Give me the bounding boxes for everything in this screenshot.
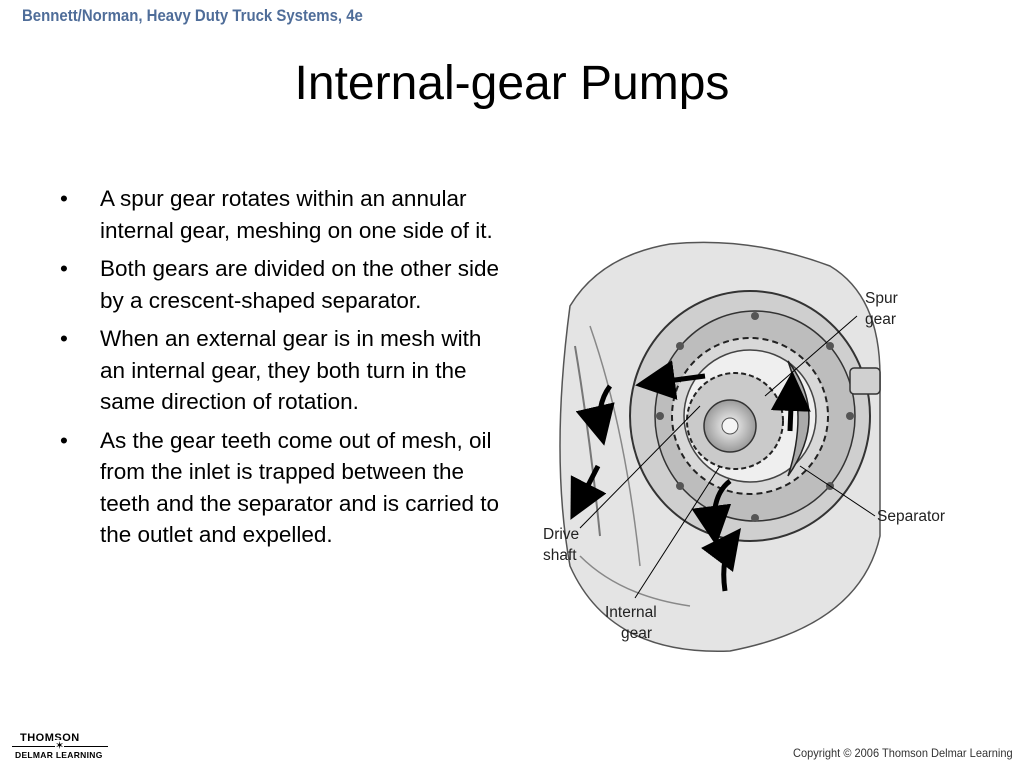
bullet-item: • When an external gear is in mesh with a… — [60, 323, 500, 418]
label-separator: Separator — [877, 508, 946, 525]
book-header: Bennett/Norman, Heavy Duty Truck Systems… — [22, 6, 363, 25]
label-drive-line2: shaft — [543, 547, 577, 564]
slide-title: Internal-gear Pumps — [294, 57, 730, 110]
pump-drawing — [559, 241, 881, 652]
output-shaft — [849, 367, 881, 395]
label-internal-line1: Internal — [605, 604, 657, 621]
thomson-delmar-logo: THOMSON ✶ DELMAR LEARNING — [12, 732, 112, 762]
pump-illustration: Spur gear Separator Drive shaft Internal… — [530, 236, 980, 656]
bullet-text: When an external gear is in mesh with an… — [100, 326, 482, 414]
label-drive-shaft: Drive shaft — [543, 524, 579, 566]
bolt-holes — [656, 312, 854, 522]
leader-lines — [579, 315, 876, 599]
label-internal-line2: gear — [621, 625, 653, 642]
bullet-symbol: • — [60, 256, 68, 281]
label-spur-gear: Spur gear — [865, 288, 898, 330]
logo-top-text: THOMSON — [20, 732, 80, 744]
bullet-list: • A spur gear rotates within an annular i… — [60, 183, 500, 558]
bullet-text: As the gear teeth come out of mesh, oil … — [100, 427, 500, 548]
logo-star-icon: ✶ — [55, 740, 65, 752]
housing-rib — [589, 325, 641, 567]
bullet-text: A spur gear rotates within an annular in… — [100, 186, 493, 243]
flow-arrows — [570, 360, 811, 592]
label-spur-line1: Spur — [865, 290, 898, 307]
bullet-symbol: • — [60, 427, 68, 453]
bullet-item: • As the gear teeth come out of mesh, oil… — [60, 425, 500, 551]
bullet-symbol: • — [60, 186, 68, 211]
bullet-item: • Both gears are divided on the other sid… — [60, 253, 500, 316]
copyright-notice: Copyright © 2006 Thomson Delmar Learning — [793, 746, 1013, 760]
bullet-item: • A spur gear rotates within an annular i… — [60, 183, 500, 246]
housing-rib — [579, 555, 691, 607]
logo-bottom-text: DELMAR LEARNING — [15, 750, 103, 760]
label-spur-line2: gear — [865, 311, 897, 328]
bullet-text: Both gears are divided on the other side… — [100, 256, 500, 313]
label-internal-gear: Internal gear — [605, 602, 657, 644]
bullet-symbol: • — [60, 326, 68, 351]
label-drive-line1: Drive — [543, 526, 580, 543]
